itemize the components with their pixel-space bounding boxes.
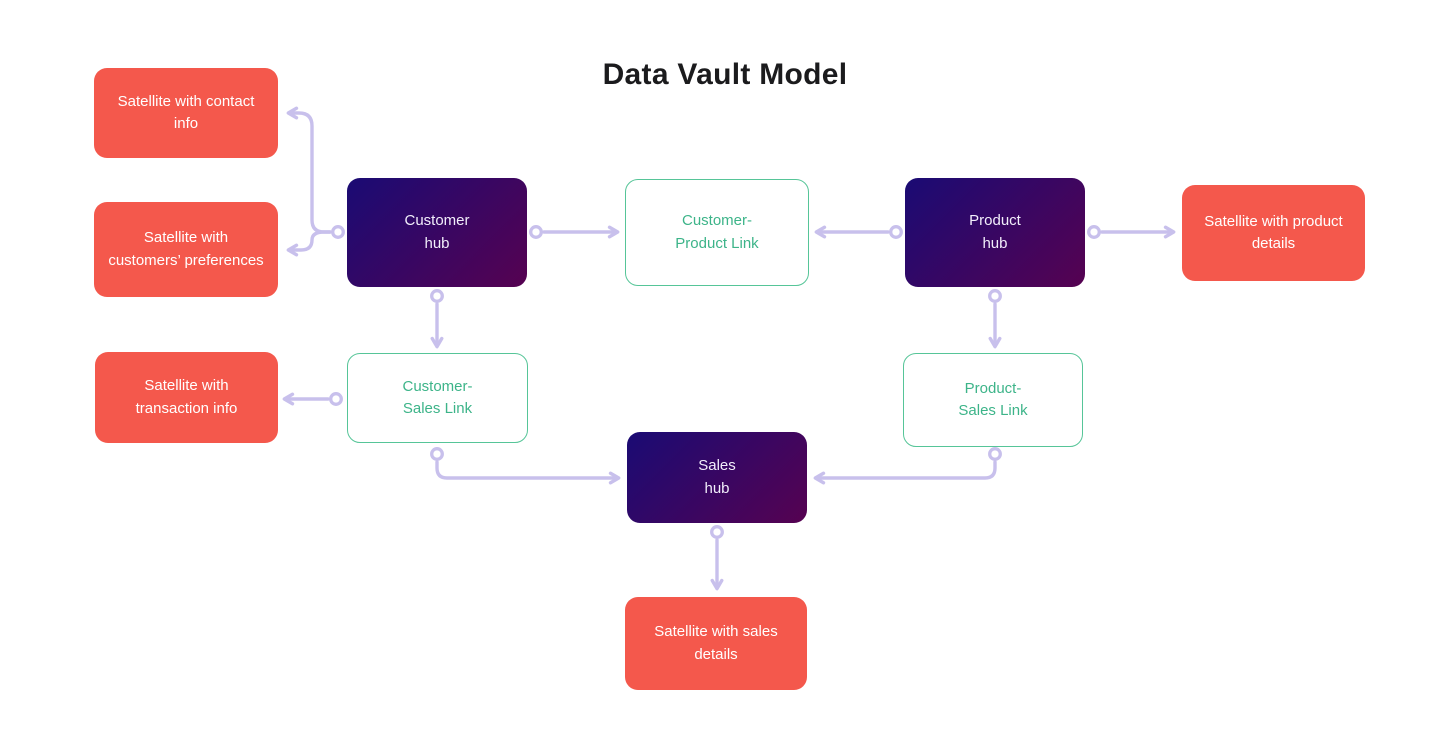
node-label: Satellite with product details <box>1204 212 1343 253</box>
connector-port <box>529 225 543 239</box>
node-label: Satellite with customers’ preferences <box>108 229 264 269</box>
node-label: Customer hub <box>404 212 470 252</box>
connector-port <box>710 525 724 539</box>
node-label: Satellite with contact info <box>117 92 255 133</box>
connector-port <box>430 447 444 461</box>
node-customer-product-link: Customer- Product Link <box>625 179 809 286</box>
connector-port <box>988 447 1002 461</box>
node-label: Customer- Sales Link <box>402 377 473 418</box>
node-label: Customer- Product Link <box>675 212 759 252</box>
node-product-sales-link: Product- Sales Link <box>903 353 1083 447</box>
node-satellite-contact-info: Satellite with contact info <box>94 68 278 158</box>
connector-port <box>329 392 343 406</box>
edge-pslink-saleshub <box>813 460 997 485</box>
node-label: Product- Sales Link <box>958 379 1028 420</box>
node-sales-hub: Sales hub <box>627 432 807 523</box>
connector-port <box>1087 225 1101 239</box>
node-satellite-product-details: Satellite with product details <box>1182 185 1365 281</box>
node-product-hub: Product hub <box>905 178 1085 287</box>
edge-customerhub-satcontact <box>286 106 332 234</box>
node-satellite-customers-preferences: Satellite with customers’ preferences <box>94 202 278 297</box>
connector-port <box>331 225 345 239</box>
node-satellite-transaction-info: Satellite with transaction info <box>95 352 278 443</box>
node-label: Product hub <box>969 212 1021 252</box>
node-satellite-sales-details: Satellite with sales details <box>625 597 807 690</box>
connector-port <box>889 225 903 239</box>
diagram-title: Data Vault Model <box>602 58 848 91</box>
node-label: Sales hub <box>698 457 736 497</box>
node-label: Satellite with sales details <box>654 623 778 663</box>
connector-port <box>988 289 1002 303</box>
edge-customerhub-satpreferences <box>286 230 332 257</box>
node-customer-hub: Customer hub <box>347 178 527 287</box>
node-customer-sales-link: Customer- Sales Link <box>347 353 528 443</box>
edge-cslink-saleshub <box>435 460 621 485</box>
node-label: Satellite with transaction info <box>135 377 238 417</box>
connector-port <box>430 289 444 303</box>
